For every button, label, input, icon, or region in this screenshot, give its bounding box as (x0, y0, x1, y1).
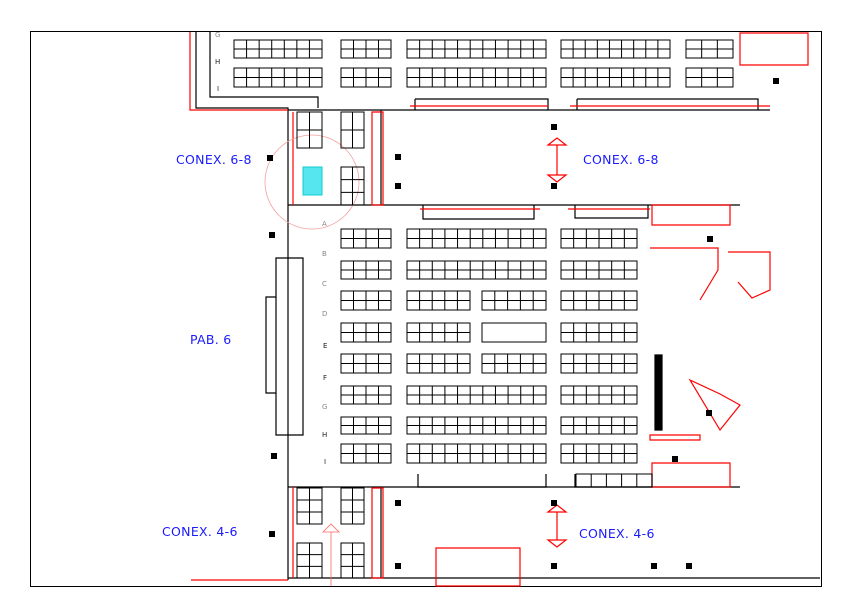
stand-dividers (341, 167, 364, 205)
stand-dividers (341, 354, 391, 373)
equipment-marker (706, 410, 712, 416)
equipment-marker (395, 563, 401, 569)
zone-label-conex-6-8-left: CONEX. 6-8 (176, 152, 252, 167)
row-letter: G (215, 31, 221, 39)
stand-dividers (341, 112, 364, 148)
stand-dividers (341, 417, 391, 434)
equipment-marker (651, 563, 657, 569)
equipment-marker (395, 154, 401, 160)
row-letter: H (215, 58, 221, 66)
row-letter: D (322, 310, 328, 318)
stand-dividers (341, 40, 391, 58)
zone-label-conex-6-8-right: CONEX. 6-8 (583, 152, 659, 167)
stand-dividers (561, 354, 637, 373)
row-letter: A (322, 220, 327, 228)
red-structures (189, 32, 809, 587)
stand-dividers (407, 68, 546, 87)
equipment-marker (269, 232, 275, 238)
stand-dividers (407, 354, 470, 373)
equipment-marker (686, 563, 692, 569)
equipment-marker (551, 563, 557, 569)
stand-dividers (561, 444, 637, 463)
stand-dividers (234, 40, 322, 58)
stand-dividers (407, 417, 546, 434)
stand-dividers (407, 261, 546, 279)
stand-dividers (341, 261, 391, 279)
stand-dividers (234, 68, 322, 87)
highlighted-area (302, 166, 323, 196)
stand-dividers (407, 386, 546, 404)
stand-dividers (561, 291, 637, 310)
row-letter: G (322, 403, 328, 411)
equipment-marker (551, 500, 557, 506)
row-letter: H (322, 431, 328, 439)
stand-dividers (341, 68, 391, 87)
stand-block (481, 322, 547, 343)
stand-dividers (561, 40, 670, 58)
stand-dividers (407, 291, 470, 310)
zone-label-conex-4-6-right: CONEX. 4-6 (579, 526, 655, 541)
row-letter: B (322, 250, 327, 258)
stand-dividers (297, 543, 322, 578)
equipment-marker (395, 183, 401, 189)
stand-dividers (561, 386, 637, 404)
stand-dividers (482, 354, 546, 373)
equipment-marker (773, 78, 779, 84)
walls (195, 32, 820, 580)
row-letter: C (322, 280, 327, 288)
equipment-marker (267, 155, 273, 161)
equipment-marker (551, 183, 557, 189)
stand-dividers (341, 488, 364, 524)
equipment-marker (707, 236, 713, 242)
stand-dividers (407, 444, 546, 463)
stand-dividers (341, 444, 391, 463)
stand-dividers (341, 323, 391, 342)
stand-dividers (686, 40, 733, 58)
stand-dividers (561, 229, 637, 248)
zone-label-pab-6: PAB. 6 (190, 332, 232, 347)
stand-dividers (341, 543, 364, 578)
stand-dividers (341, 291, 391, 310)
stand-dividers (341, 386, 391, 404)
stand-dividers (561, 323, 637, 342)
equipment-markers (267, 78, 779, 569)
row-letter: E (323, 342, 328, 350)
stand-block (575, 473, 653, 488)
row-letter: I (324, 458, 327, 466)
stand-dividers (297, 488, 322, 524)
drawing-frame (30, 31, 822, 587)
stand-grids (233, 39, 734, 579)
stand-dividers (561, 417, 637, 434)
equipment-marker (271, 453, 277, 459)
zone-label-conex-4-6-left: CONEX. 4-6 (162, 524, 238, 539)
stand-dividers (407, 229, 546, 248)
equipment-marker (672, 456, 678, 462)
equipment-marker (395, 500, 401, 506)
stand-dividers (482, 291, 546, 310)
stand-dividers (686, 68, 733, 87)
row-letter: F (323, 374, 328, 382)
stand-dividers (407, 323, 470, 342)
stand-dividers (341, 229, 391, 248)
stand-dividers (561, 261, 637, 279)
door-swing-circle (264, 134, 360, 230)
equipment-marker (269, 531, 275, 537)
entry-arrow (322, 523, 340, 586)
stand-dividers (561, 68, 670, 87)
row-letter: I (217, 85, 220, 93)
stand-dividers (407, 40, 546, 58)
stand-dividers (590, 474, 638, 487)
equipment-marker (551, 124, 557, 130)
stand-dividers (297, 112, 322, 148)
